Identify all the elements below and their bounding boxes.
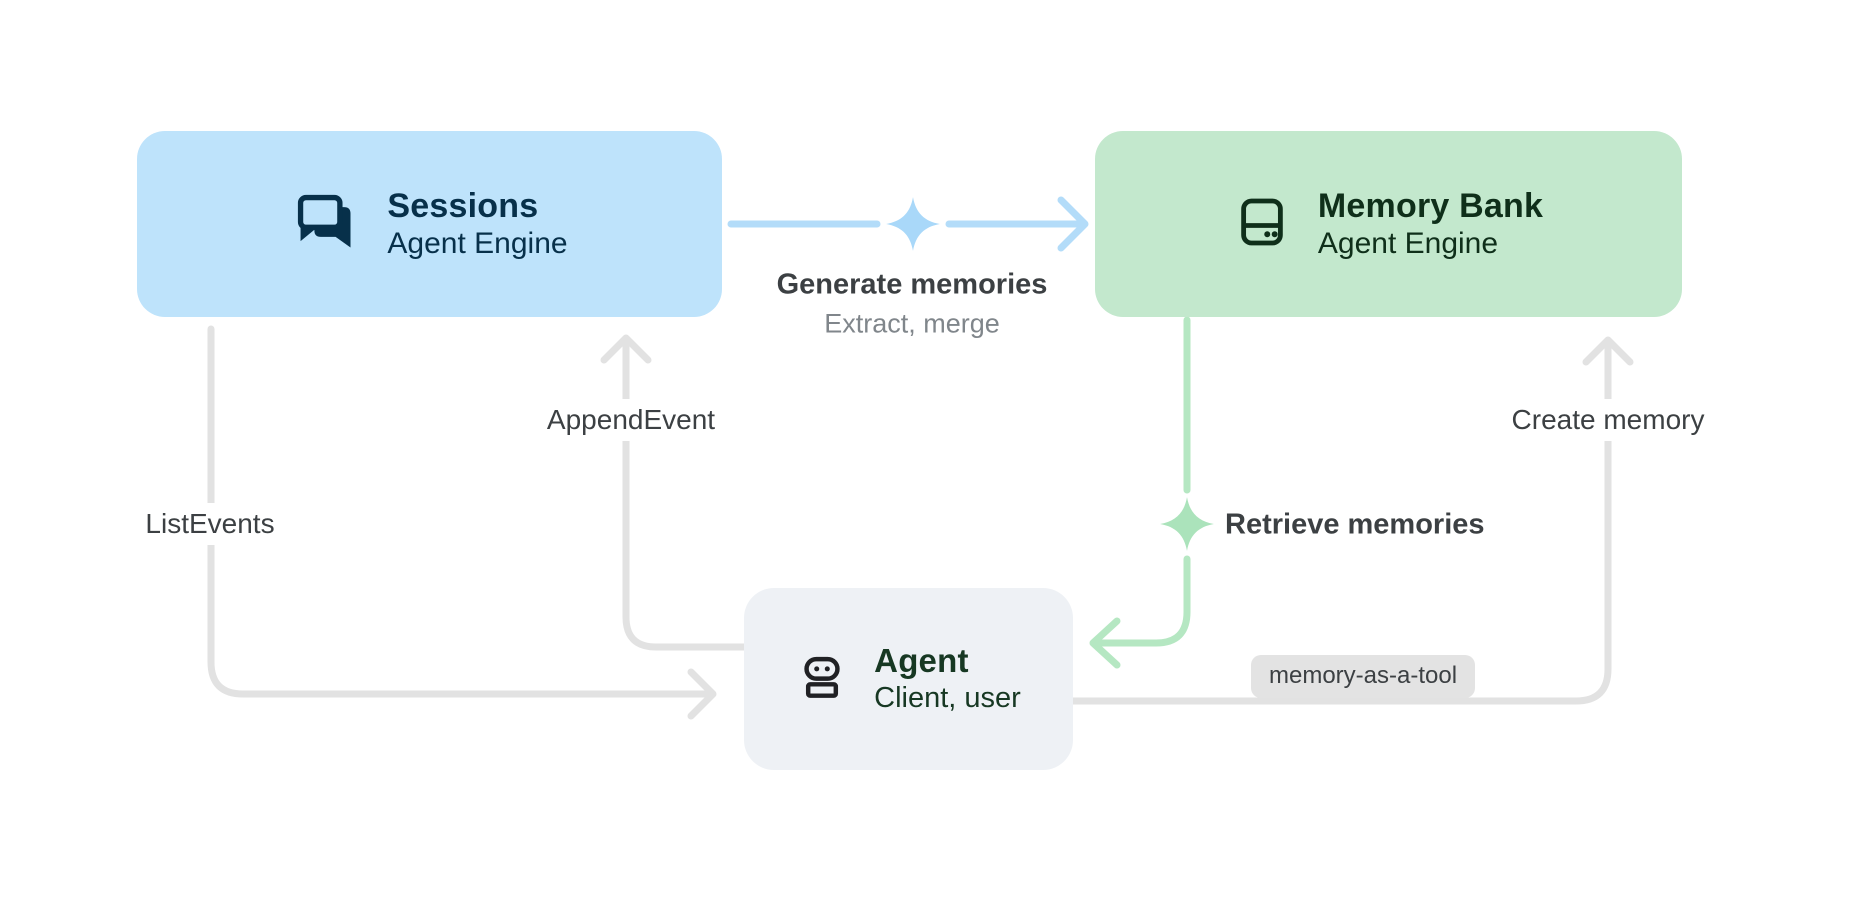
generate-memories-label: Generate memories xyxy=(776,268,1048,301)
node-subtitle: Agent Engine xyxy=(387,226,568,260)
memory-as-a-tool-badge: memory-as-a-tool xyxy=(1251,655,1476,698)
robot-icon xyxy=(796,651,848,708)
node-title: Sessions xyxy=(387,186,539,225)
node-subtitle: Client, user xyxy=(874,681,1021,714)
memory-bank-node: Memory Bank Agent Engine xyxy=(1095,131,1682,317)
append-event-label: AppendEvent xyxy=(534,399,728,441)
sparkle-icon xyxy=(1159,496,1215,557)
node-subtitle: Agent Engine xyxy=(1317,226,1499,260)
node-title: Memory Bank xyxy=(1317,186,1544,225)
sparkle-icon xyxy=(885,196,941,257)
extract-merge-label: Extract, merge xyxy=(824,308,1000,339)
agent-node: Agent Client, user xyxy=(744,588,1073,770)
list-events-label: ListEvents xyxy=(133,503,287,545)
append-event-arrow xyxy=(600,334,748,651)
arrowhead-right-icon xyxy=(1057,196,1089,252)
node-title: Agent xyxy=(874,641,969,679)
arrowhead-left-icon xyxy=(1089,617,1121,669)
arrowhead-up-icon xyxy=(1582,336,1634,366)
sessions-node: Sessions Agent Engine xyxy=(137,131,722,317)
retrieve-memories-arrow xyxy=(1089,316,1191,669)
storage-icon xyxy=(1234,194,1290,255)
create-memory-label: Create memory xyxy=(1499,399,1717,441)
list-events-arrow xyxy=(207,325,717,720)
generate-memories-arrow xyxy=(727,196,1089,252)
retrieve-memories-label: Retrieve memories xyxy=(1225,508,1485,541)
arrowhead-right-icon xyxy=(687,668,717,720)
arrowhead-up-icon xyxy=(600,334,652,364)
chat-icon xyxy=(291,188,359,261)
create-memory-arrow xyxy=(1069,336,1634,705)
